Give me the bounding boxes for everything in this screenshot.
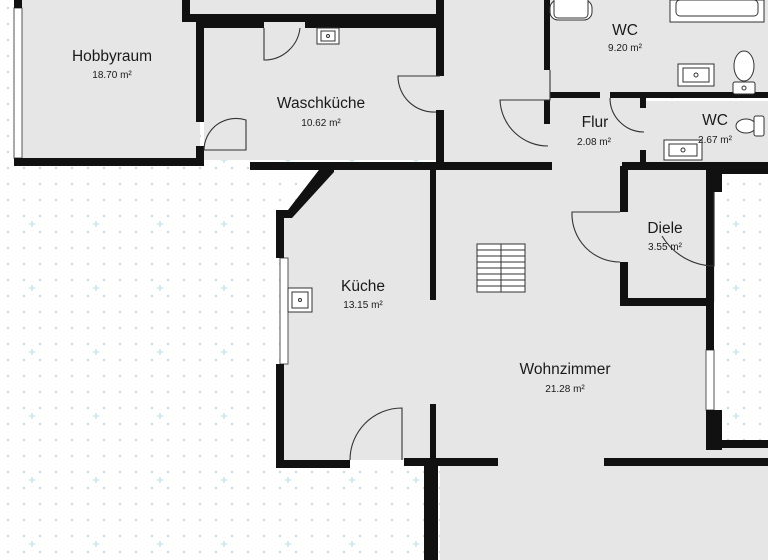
stairs-icon — [476, 243, 526, 293]
door-diele-left — [571, 211, 621, 263]
sink-icon — [677, 63, 715, 87]
sink-icon — [316, 27, 340, 45]
room-wc1: WC 9.20 m² — [608, 22, 643, 54]
window-kueche — [279, 257, 289, 365]
room-area-wohnzimmer: 21.28 m² — [545, 384, 585, 395]
fixtures — [287, 0, 765, 313]
window-wohnzimmer — [705, 349, 715, 411]
sink-icon — [663, 139, 703, 161]
room-wc2: WC 2.67 m² — [698, 112, 733, 146]
toilet-icon — [732, 50, 756, 95]
room-labels: Hobbyraum 18.70 m² Waschküche 10.62 m² W… — [72, 22, 733, 395]
door-flur — [499, 70, 551, 147]
door-hobbyraum — [203, 117, 247, 151]
walls — [14, 0, 768, 560]
room-name-flur: Flur — [582, 114, 609, 131]
room-name-hobbyraum: Hobbyraum — [72, 48, 152, 65]
room-area-hobbyraum: 18.70 m² — [92, 70, 132, 81]
room-area-flur: 2.08 m² — [577, 137, 612, 148]
room-hobbyraum: Hobbyraum 18.70 m² — [72, 48, 152, 81]
door-wc2 — [609, 97, 645, 133]
room-diele: Diele 3.55 m² — [647, 220, 682, 253]
floor-kueche — [284, 165, 432, 460]
door-waschkueche-top — [263, 27, 301, 61]
floor-areas — [22, 0, 768, 560]
room-name-wohnzimmer: Wohnzimmer — [519, 361, 610, 378]
window-hobbyraum — [13, 7, 23, 159]
door-diele-right — [661, 192, 715, 267]
room-name-kueche: Küche — [341, 278, 385, 295]
floor-flur — [550, 95, 646, 165]
room-area-waschkueche: 10.62 m² — [301, 118, 341, 129]
room-area-wc1: 9.20 m² — [608, 43, 643, 54]
floor-top-room — [190, 0, 440, 16]
sink-icon — [287, 287, 313, 313]
toilet-icon — [735, 115, 765, 137]
room-area-diele: 3.55 m² — [648, 242, 683, 253]
room-name-waschkueche: Waschküche — [277, 95, 365, 112]
room-flur: Flur 2.08 m² — [577, 114, 612, 148]
bathtub-icon — [549, 0, 593, 21]
door-kueche — [349, 407, 403, 461]
room-waschkueche: Waschküche 10.62 m² — [277, 95, 365, 129]
floor-top-mid — [440, 0, 550, 165]
floor-bottom-room — [440, 462, 768, 560]
shower-tray-icon — [669, 0, 765, 23]
floor-diele — [627, 170, 715, 302]
room-kueche: Küche 13.15 m² — [341, 278, 385, 311]
room-wohnzimmer: Wohnzimmer 21.28 m² — [519, 361, 610, 395]
room-name-wc2: WC — [702, 112, 728, 129]
floor-hobbyraum — [22, 0, 200, 160]
doors — [203, 27, 715, 461]
door-waschkueche-right — [397, 75, 440, 113]
room-name-wc1: WC — [612, 22, 638, 39]
room-area-kueche: 13.15 m² — [343, 300, 383, 311]
room-area-wc2: 2.67 m² — [698, 135, 733, 146]
room-name-diele: Diele — [647, 220, 682, 237]
